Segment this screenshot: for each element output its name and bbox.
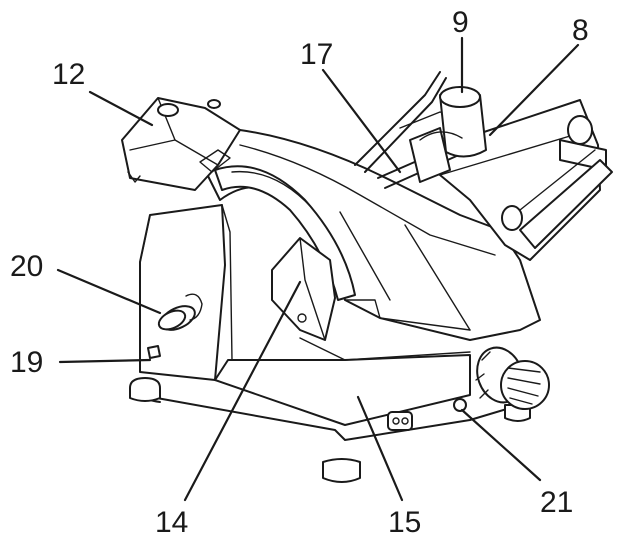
- callout-21: 21: [540, 486, 573, 519]
- sharpener-head: [121, 97, 241, 191]
- leader-21: [460, 408, 542, 482]
- side-tab: [147, 345, 161, 359]
- adjust-wheel: [475, 346, 550, 410]
- switch-plate: [387, 411, 413, 431]
- callout-15: 15: [388, 506, 421, 539]
- callout-19: 19: [10, 346, 43, 379]
- leader-12: [88, 90, 154, 127]
- leader-lines: [56, 36, 580, 502]
- leader-14: [183, 280, 302, 502]
- blade-cover-strip: [214, 165, 356, 301]
- handle-block: [271, 237, 336, 341]
- callout-20: 20: [10, 250, 43, 283]
- food-pusher: [419, 86, 487, 158]
- base-housing: [139, 204, 521, 441]
- leader-19: [58, 358, 152, 364]
- leader-8: [488, 43, 580, 137]
- callout-17: 17: [300, 38, 333, 71]
- callout-14: 14: [155, 506, 188, 539]
- leader-17: [321, 68, 402, 174]
- callout-labels: 12 17 9 8 20 19 14 15 21: [10, 6, 589, 539]
- callout-12: 12: [52, 58, 85, 91]
- thickness-knob: [157, 293, 203, 331]
- callout-8: 8: [572, 14, 589, 47]
- leader-15: [356, 395, 404, 502]
- callout-9: 9: [452, 6, 469, 39]
- slide-rails: [354, 71, 471, 189]
- indicator-light: [453, 398, 467, 412]
- leader-20: [56, 268, 162, 315]
